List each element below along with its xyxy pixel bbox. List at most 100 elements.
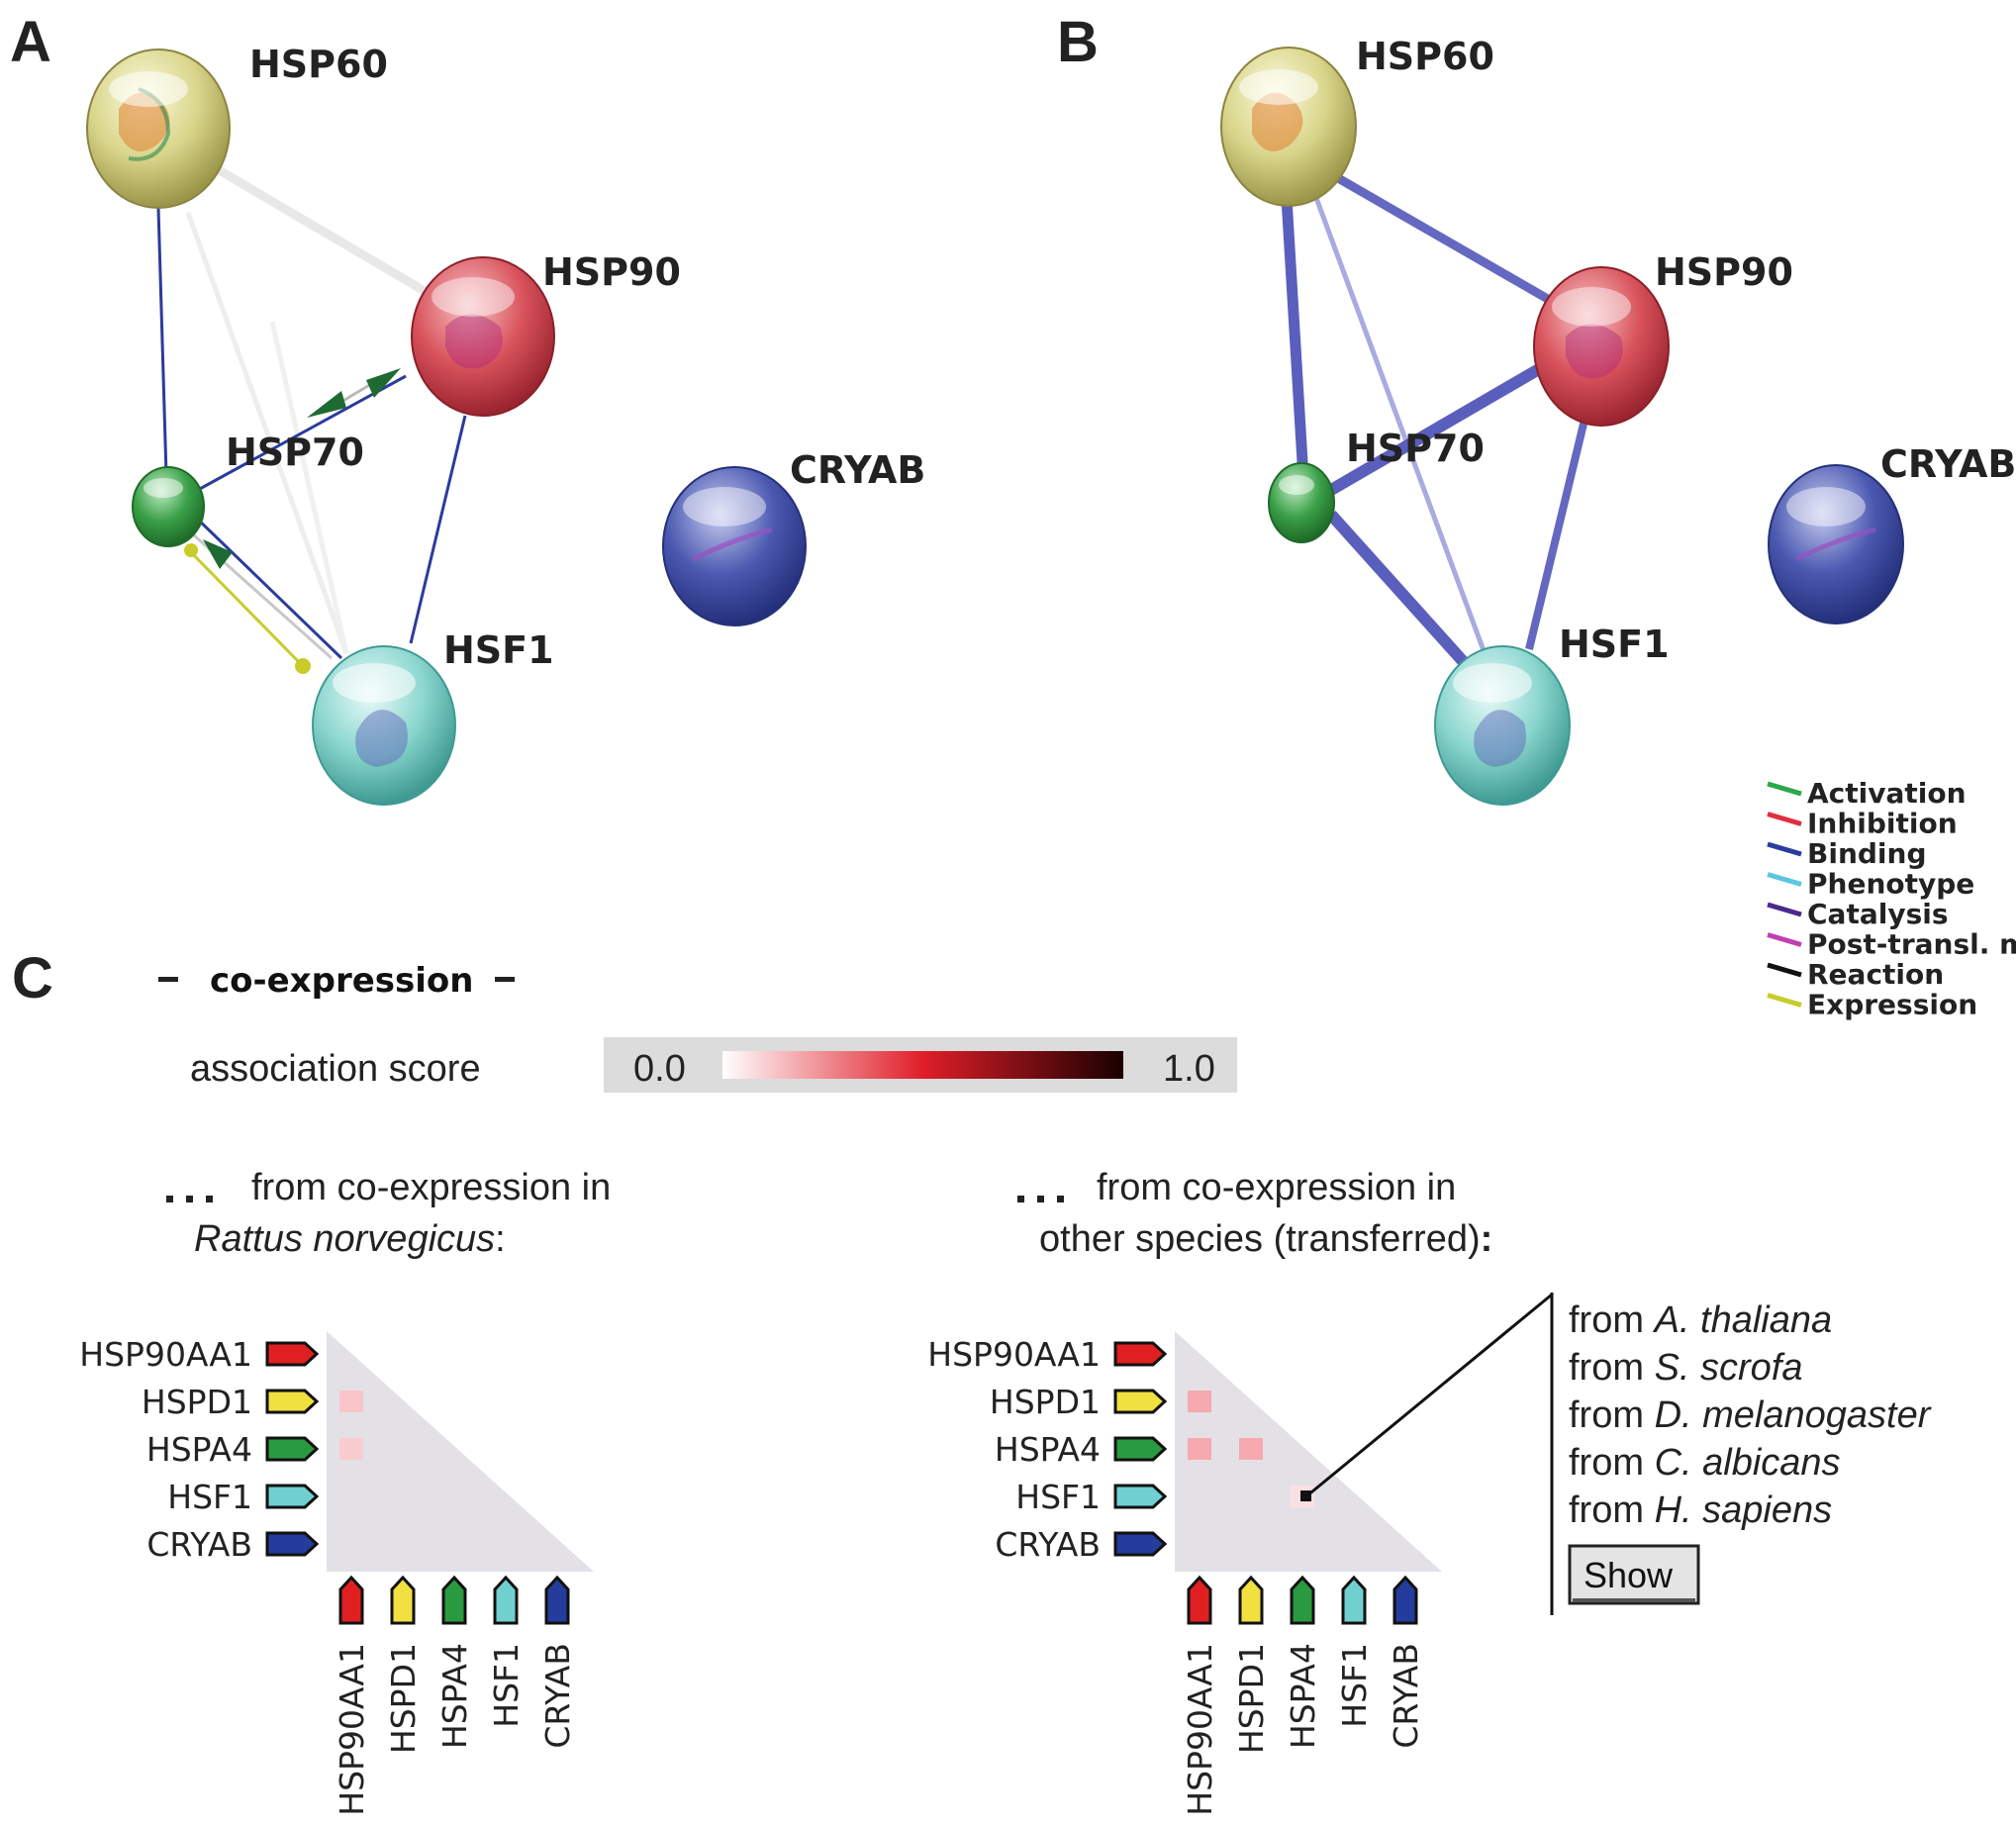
left-heading-line1: from co-expression in	[251, 1167, 611, 1208]
legend-item: Phenotype	[1767, 868, 1974, 901]
edge-hsp70-hsf1-expression	[186, 547, 304, 667]
gene-color-tag	[1290, 1575, 1315, 1625]
edge-legend: ActivationInhibitionBindingPhenotypeCata…	[1767, 777, 2016, 1021]
species-name: H. sapiens	[1655, 1490, 1833, 1531]
association-score-label: association score	[190, 1048, 481, 1090]
legend-swatch	[1767, 872, 1802, 887]
protein-structure-icon	[445, 314, 503, 369]
gene-color-tag	[1341, 1575, 1367, 1625]
heading-colon: :	[1481, 1218, 1493, 1260]
legend-item: Expression	[1767, 989, 1977, 1021]
legend-swatch	[1767, 993, 1802, 1008]
gene-color-tag	[1113, 1389, 1168, 1414]
node-label-hsp60: HSP60	[1356, 35, 1494, 78]
node-hsp70[interactable]	[132, 466, 205, 547]
legend-swatch	[1767, 902, 1802, 917]
gene-color-tag	[1113, 1436, 1168, 1462]
panel-c-letter: C	[12, 946, 53, 1010]
row-gene-label: HSF1	[1015, 1478, 1101, 1516]
node-hsp90[interactable]	[411, 256, 555, 417]
legend-label: Binding	[1807, 837, 1927, 870]
protein-structure-icon	[1794, 527, 1876, 562]
protein-structure-icon	[119, 92, 170, 151]
node-hsp90[interactable]	[1533, 266, 1670, 427]
title-dash	[158, 977, 178, 982]
legend-item: Inhibition	[1767, 808, 1958, 840]
edge-hsp90-hsf1	[1525, 415, 1589, 650]
column-gene-label: HSPA4	[435, 1643, 474, 1749]
legend-item: Post-transl. m	[1767, 928, 2016, 961]
show-button[interactable]: Show	[1568, 1544, 1700, 1605]
source-prefix: from	[1569, 1299, 1655, 1341]
node-cryab[interactable]	[1768, 464, 1904, 625]
node-label-hsp90: HSP90	[542, 250, 681, 294]
legend-swatch	[1767, 781, 1802, 797]
gene-color-tag	[1113, 1531, 1168, 1557]
column-gene-label: CRYAB	[1387, 1643, 1425, 1749]
source-species-item[interactable]: from S. scrofa	[1569, 1347, 1803, 1389]
source-prefix: from	[1569, 1347, 1655, 1389]
row-gene-label: HSPA4	[146, 1430, 252, 1469]
node-label-hsp70: HSP70	[1346, 427, 1485, 470]
activation-arrowhead	[307, 391, 346, 418]
protein-structure-icon	[691, 527, 773, 562]
expression-endpoint-dot	[184, 543, 198, 557]
node-label-cryab: CRYAB	[1880, 442, 2016, 486]
legend-label: Reaction	[1807, 958, 1944, 991]
node-hsf1[interactable]	[1434, 645, 1571, 806]
left-heading-line2: Rattus norvegicus:	[194, 1218, 506, 1260]
gene-color-tag	[265, 1436, 320, 1462]
legend-label: Post-transl. m	[1807, 928, 2016, 961]
gene-color-tag	[1392, 1575, 1418, 1625]
coexpression-cell[interactable]	[1239, 1438, 1263, 1460]
legend-label: Expression	[1807, 989, 1977, 1021]
activation-arrowhead	[366, 368, 401, 398]
legend-label: Phenotype	[1807, 868, 1974, 901]
gene-color-tag	[544, 1575, 570, 1625]
column-gene-label: HSF1	[487, 1643, 526, 1728]
row-gene-label: HSF1	[167, 1478, 252, 1516]
heading-colon: :	[495, 1218, 506, 1260]
column-gene-label: HSP90AA1	[1181, 1643, 1219, 1816]
gene-color-tag	[265, 1341, 320, 1367]
row-gene-label: HSPD1	[142, 1383, 252, 1421]
protein-structure-icon	[355, 710, 408, 767]
edge-hsp90-hsf1	[409, 415, 467, 644]
coexpression-cell[interactable]	[1188, 1391, 1211, 1412]
gene-color-tag	[1113, 1341, 1168, 1367]
coexpression-cell[interactable]	[339, 1391, 363, 1412]
source-species-item[interactable]: from C. albicans	[1569, 1442, 1841, 1484]
network-a-edges	[145, 125, 488, 674]
column-gene-label: HSPD1	[384, 1643, 423, 1754]
legend-swatch	[1767, 932, 1802, 947]
coexpression-cell[interactable]	[339, 1438, 363, 1460]
selected-cell-marker	[1300, 1490, 1311, 1501]
column-gene-label: CRYAB	[538, 1643, 577, 1749]
row-gene-label: HSPA4	[995, 1430, 1101, 1469]
gene-color-tag	[1238, 1575, 1264, 1625]
node-label-hsp60: HSP60	[249, 43, 388, 86]
legend-label: Inhibition	[1807, 808, 1958, 840]
legend-item: Reaction	[1767, 958, 1944, 991]
row-gene-label: HSP90AA1	[927, 1335, 1101, 1374]
edge-hsp70-hsf1	[1326, 510, 1468, 666]
node-hsp60[interactable]	[1220, 47, 1357, 207]
edge-hsp70-hsp90	[1327, 360, 1548, 496]
gene-color-tag	[338, 1575, 364, 1625]
edge-hsp70-hsf1-binding	[191, 513, 343, 660]
source-species-item[interactable]: from A. thaliana	[1569, 1299, 1832, 1341]
source-species-item[interactable]: from D. melanogaster	[1569, 1394, 1932, 1436]
node-hsp60[interactable]	[86, 48, 231, 209]
protein-structure-icon	[1566, 324, 1623, 379]
node-cryab[interactable]	[662, 466, 807, 626]
species-name: A. thaliana	[1653, 1299, 1833, 1341]
panel-a: A HSP60	[10, 10, 925, 806]
source-species-item[interactable]: from H. sapiens	[1569, 1490, 1832, 1531]
node-hsf1[interactable]	[312, 645, 456, 806]
node-hsp70[interactable]	[1268, 462, 1335, 543]
coexpression-cell[interactable]	[1188, 1438, 1211, 1460]
network-b-edges	[1281, 144, 1589, 666]
gene-color-tag	[1187, 1575, 1212, 1625]
source-prefix: from	[1569, 1394, 1655, 1436]
